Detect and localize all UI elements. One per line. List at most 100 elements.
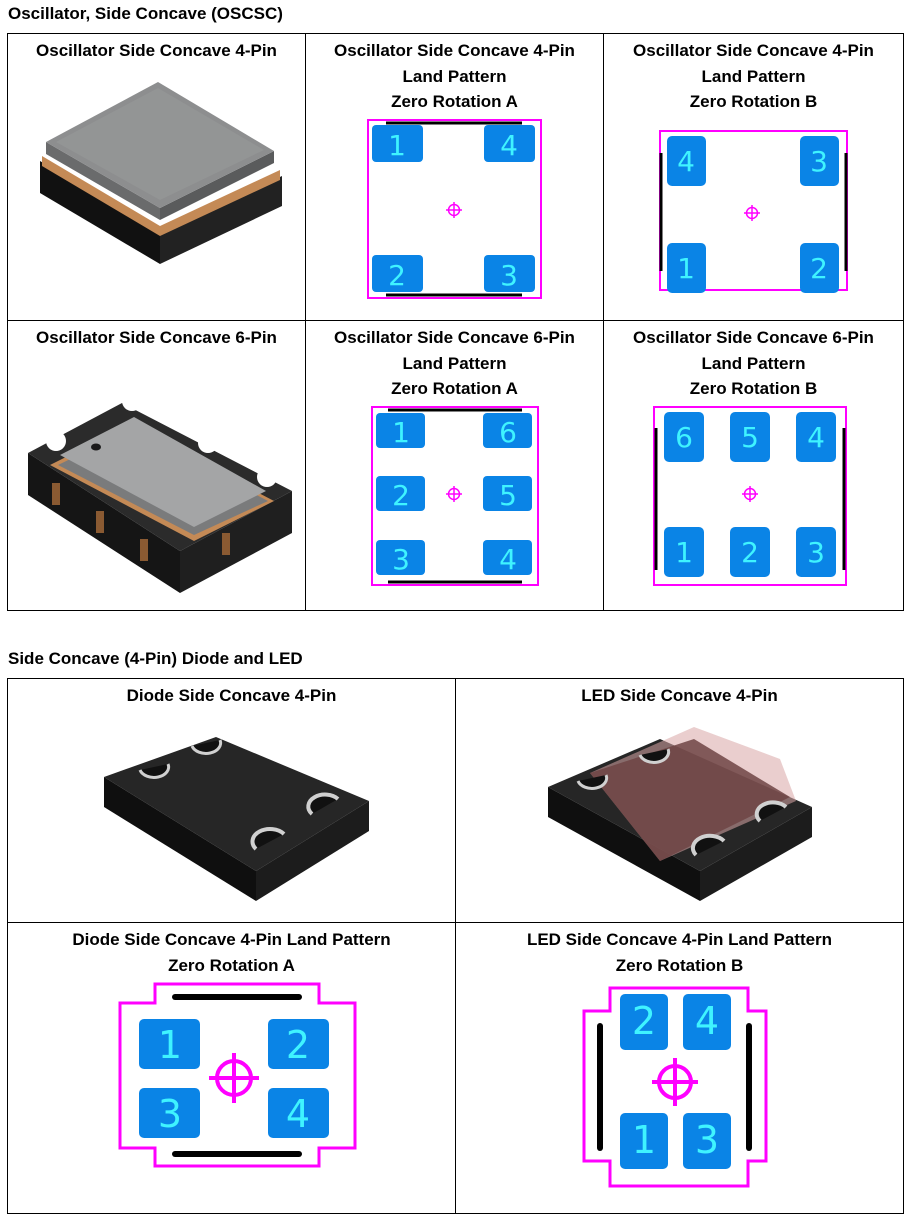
- caption-line: Zero Rotation A: [391, 92, 518, 111]
- pin-number: 2: [388, 259, 406, 292]
- oscillator-table: Oscillator Side Concave 4-Pin Oscillator…: [7, 33, 904, 611]
- pad: 4: [267, 1088, 329, 1138]
- land-pattern-osc-4pin-a: 1 4 2 3: [367, 118, 542, 299]
- pad: 4: [796, 411, 836, 462]
- pin-number: 6: [499, 416, 517, 449]
- pad: 1: [372, 124, 423, 162]
- pad: 2: [267, 1019, 329, 1069]
- land-pattern-osc-4pin-b: 4 3 1 2: [659, 129, 848, 293]
- pin-number: 3: [392, 543, 410, 576]
- caption-line: LED Side Concave 4-Pin Land Pattern: [526, 930, 833, 949]
- pin-number: 1: [157, 1023, 181, 1067]
- cell-diode-3d: Diode Side Concave 4-Pin: [7, 678, 456, 923]
- pad: 4: [483, 539, 532, 576]
- caption: LED Side Concave 4-Pin: [456, 679, 903, 709]
- caption-line: Oscillator Side Concave 4-Pin: [334, 41, 575, 60]
- pin-number: 1: [675, 536, 693, 569]
- pin-number: 2: [392, 479, 410, 512]
- pin-number: 3: [157, 1092, 181, 1136]
- pad: 2: [800, 242, 839, 293]
- pad: 5: [730, 411, 770, 462]
- pad: 2: [619, 994, 668, 1050]
- land-pattern-diode-a: 1 2 3 4: [118, 982, 356, 1168]
- pad: 2: [376, 475, 425, 512]
- pin-number: 4: [807, 421, 825, 454]
- pad: 6: [664, 411, 704, 462]
- led-3d-image: [547, 726, 812, 901]
- oscillator-6pin-3d-image: [27, 390, 292, 593]
- caption: Oscillator Side Concave 6-Pin Land Patte…: [604, 321, 903, 402]
- caption-line: Zero Rotation A: [391, 379, 518, 398]
- pin-number: 2: [285, 1023, 309, 1067]
- land-pattern-led-b: 2 4 1 3: [582, 986, 767, 1188]
- concave-notch: [576, 747, 787, 856]
- pad: 2: [730, 526, 770, 577]
- concave-notch: [138, 738, 339, 850]
- cell-led-3d: LED Side Concave 4-Pin: [455, 678, 904, 923]
- pin-number: 3: [500, 259, 518, 292]
- caption: Diode Side Concave 4-Pin: [8, 679, 455, 709]
- caption-line: Oscillator Side Concave 6-Pin: [334, 328, 575, 347]
- pad: 3: [138, 1088, 200, 1138]
- pad: 3: [682, 1113, 731, 1169]
- caption: Diode Side Concave 4-Pin Land Pattern Ze…: [8, 923, 455, 978]
- caption-line: Oscillator Side Concave 4-Pin: [36, 41, 277, 60]
- caption: Oscillator Side Concave 6-Pin Land Patte…: [306, 321, 603, 402]
- caption: Oscillator Side Concave 4-Pin: [8, 34, 305, 64]
- cell-osc-4pin-land-b: Oscillator Side Concave 4-Pin Land Patte…: [603, 33, 904, 321]
- caption-line: LED Side Concave 4-Pin: [581, 686, 778, 705]
- caption-line: Land Pattern: [701, 353, 806, 373]
- pad: 3: [796, 526, 836, 577]
- pin-number: 4: [499, 543, 517, 576]
- origin-crosshair-icon: [742, 485, 758, 502]
- pin-number: 3: [810, 145, 828, 178]
- pin-number: 4: [677, 145, 695, 178]
- caption: Oscillator Side Concave 4-Pin Land Patte…: [604, 34, 903, 115]
- caption: Oscillator Side Concave 4-Pin Land Patte…: [306, 34, 603, 115]
- origin-crosshair-icon: [446, 485, 462, 502]
- pin-number: 2: [741, 536, 759, 569]
- pin-number: 1: [631, 1118, 655, 1162]
- caption-line: Zero Rotation B: [615, 955, 744, 975]
- section-title-diode-led: Side Concave (4-Pin) Diode and LED: [8, 649, 303, 668]
- pin-number: 3: [694, 1118, 718, 1162]
- pin-number: 2: [631, 999, 655, 1043]
- pin-number: 1: [677, 252, 695, 285]
- diode-3d-image: [103, 736, 369, 901]
- caption: LED Side Concave 4-Pin Land Pattern Zero…: [456, 923, 903, 978]
- caption-line: Land Pattern: [701, 66, 806, 86]
- pin-number: 5: [499, 479, 517, 512]
- caption-line: Land Pattern: [402, 353, 507, 373]
- caption-line: Diode Side Concave 4-Pin Land Pattern: [72, 930, 391, 949]
- caption-line: Oscillator Side Concave 4-Pin: [633, 41, 874, 60]
- cell-diode-land-a: Diode Side Concave 4-Pin Land Pattern Ze…: [7, 922, 456, 1214]
- cell-osc-6pin-3d: Oscillator Side Concave 6-Pin: [7, 320, 306, 611]
- oscillator-4pin-3d-image: [39, 81, 282, 264]
- caption: Oscillator Side Concave 6-Pin: [8, 321, 305, 351]
- origin-crosshair-icon: [446, 201, 462, 218]
- cell-osc-4pin-3d: Oscillator Side Concave 4-Pin: [7, 33, 306, 321]
- pad: 2: [372, 254, 423, 292]
- pad: 3: [800, 135, 839, 186]
- cell-osc-6pin-land-b: Oscillator Side Concave 6-Pin Land Patte…: [603, 320, 904, 611]
- caption-line: Zero Rotation B: [689, 92, 818, 111]
- cell-led-land-b: LED Side Concave 4-Pin Land Pattern Zero…: [455, 922, 904, 1214]
- land-pattern-osc-6pin-b: 6 5 4 1 2 3: [653, 405, 847, 586]
- pin-number: 1: [388, 129, 406, 162]
- pad: 1: [667, 242, 706, 293]
- pin-number: 1: [392, 416, 410, 449]
- cell-osc-4pin-land-a: Oscillator Side Concave 4-Pin Land Patte…: [305, 33, 604, 321]
- pad: 4: [682, 994, 731, 1050]
- cell-osc-6pin-land-a: Oscillator Side Concave 6-Pin Land Patte…: [305, 320, 604, 611]
- pad: 5: [483, 475, 532, 512]
- caption-line: Land Pattern: [402, 66, 507, 86]
- pad: 1: [664, 526, 704, 577]
- origin-crosshair-icon: [208, 1053, 259, 1103]
- pad: 1: [138, 1019, 200, 1069]
- land-pattern-osc-6pin-a: 1 6 2 5 3 4: [371, 405, 539, 586]
- caption-line: Zero Rotation B: [689, 379, 818, 398]
- pin-number: 3: [807, 536, 825, 569]
- pad: 1: [619, 1113, 668, 1169]
- caption-line: Oscillator Side Concave 6-Pin: [633, 328, 874, 347]
- diode-led-table: Diode Side Concave 4-Pin LED Side Concav…: [7, 678, 904, 1214]
